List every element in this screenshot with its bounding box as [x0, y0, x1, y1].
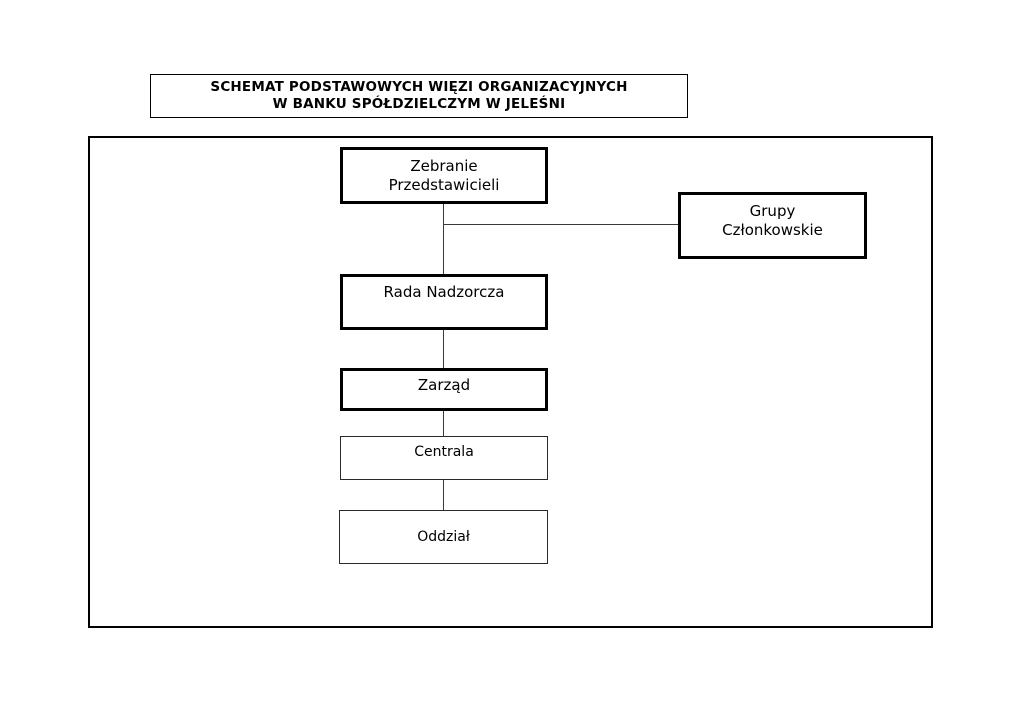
connector-rada-to-zarzad [443, 330, 444, 368]
node-zarzad-label: Zarząd [417, 376, 471, 394]
node-zebranie-przedstawicieli: Zebranie Przedstawicieli [340, 147, 548, 204]
diagram-title-line1: SCHEMAT PODSTAWOWYCH WIĘZI ORGANIZACYJNY… [210, 79, 628, 95]
node-zebranie-line1: Zebranie [410, 156, 478, 175]
node-zebranie-line2: Przedstawicieli [388, 175, 500, 194]
diagram-title-line2: W BANKU SPÓŁDZIELCZYM W JELEŚNI [272, 96, 566, 112]
node-zarzad: Zarząd [340, 368, 548, 411]
node-rada-nadzorcza: Rada Nadzorcza [340, 274, 548, 330]
node-centrala: Centrala [340, 436, 548, 480]
node-centrala-label: Centrala [414, 444, 474, 460]
node-grupy-czlonkowskie: Grupy Członkowskie [678, 192, 867, 259]
node-grupy-line1: Grupy [749, 202, 796, 220]
connector-zarzad-to-centrala [443, 411, 444, 436]
connector-branch-to-grupy [443, 224, 678, 225]
node-rada-label: Rada Nadzorcza [383, 283, 505, 301]
node-oddzial-label: Oddział [417, 529, 470, 545]
node-oddzial: Oddział [339, 510, 548, 564]
connector-zebranie-to-rada [443, 204, 444, 274]
connector-centrala-to-oddzial [443, 480, 444, 510]
node-grupy-line2: Członkowskie [722, 221, 823, 239]
diagram-title-box: SCHEMAT PODSTAWOWYCH WIĘZI ORGANIZACYJNY… [150, 74, 688, 118]
